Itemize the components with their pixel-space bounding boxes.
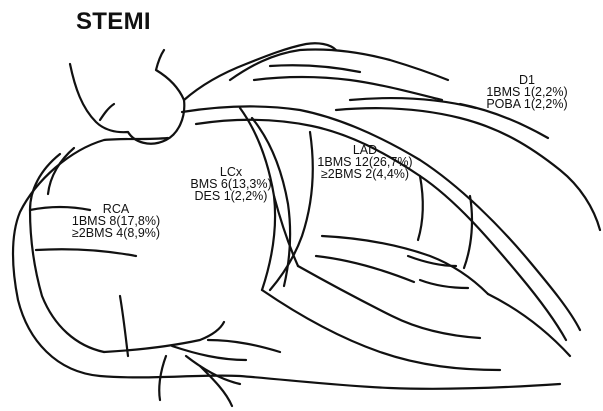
posterior-branch-5: [200, 366, 232, 406]
upper-vessel-3: [270, 65, 360, 72]
upper-vessel-2: [254, 77, 442, 100]
upper-vessel-1: [230, 49, 448, 80]
lcx-line2: DES 1(2,2%): [176, 190, 286, 202]
lad-branch-5: [420, 280, 468, 288]
lad-vessel: [182, 106, 580, 330]
rca-branch-4: [120, 296, 128, 356]
rca-branch-3: [104, 322, 224, 352]
posterior-branch-3: [208, 340, 280, 352]
rca-branch-2: [36, 249, 136, 256]
aortic-root-outline: [70, 50, 184, 144]
aortic-root-inner-line: [100, 104, 114, 120]
d1-vessel-inner: [350, 98, 476, 108]
lad-branch-7: [418, 176, 423, 240]
lad-branch-2: [322, 236, 488, 294]
d1-line2: POBA 1(2,2%): [468, 98, 586, 110]
rca-vessel: [30, 154, 104, 352]
lad-line2: ≥2BMS 2(4,4%): [300, 168, 430, 180]
rca-line2: ≥2BMS 4(8,9%): [51, 227, 181, 239]
rca-label-group: RCA 1BMS 8(17,8%) ≥2BMS 4(8,9%): [51, 203, 181, 239]
bottom-branch-2: [262, 290, 500, 370]
lad-label-group: LAD 1BMS 12(26,7%) ≥2BMS 2(4,4%): [300, 144, 430, 180]
diagram-title: STEMI: [76, 8, 151, 36]
lad-branch-6: [464, 196, 472, 268]
lad-branch-3: [316, 256, 414, 282]
d1-label-group: D1 1BMS 1(2,2%) POBA 1(2,2%): [468, 74, 586, 110]
posterior-branch-1: [172, 346, 246, 360]
lcx-label-group: LCx BMS 6(13,3%) DES 1(2,2%): [176, 166, 286, 202]
